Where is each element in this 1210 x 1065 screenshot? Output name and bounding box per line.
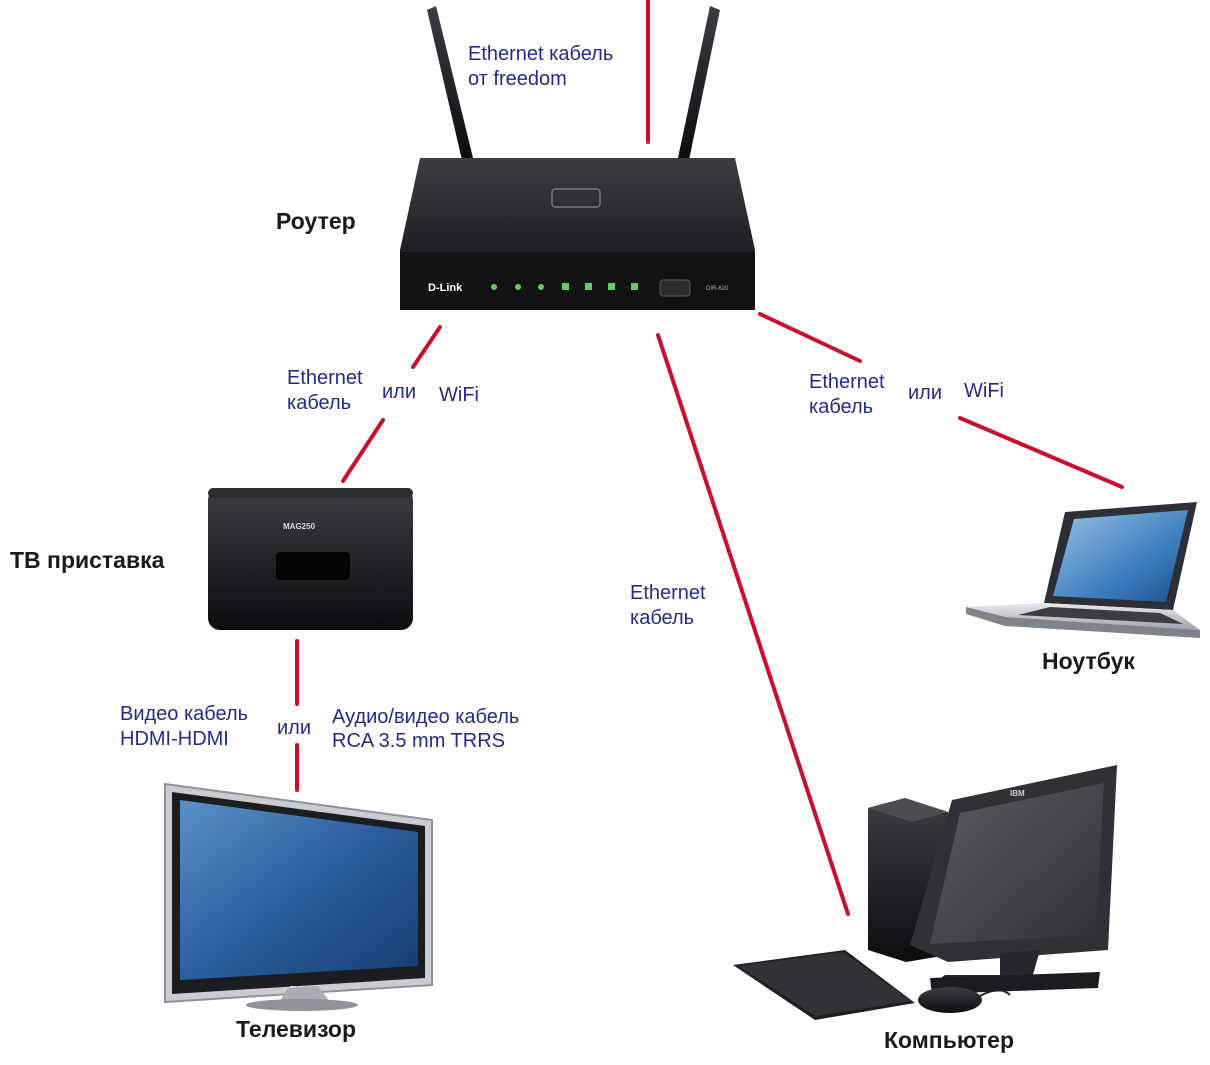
tvbox-tv-or: или [277, 717, 312, 739]
computer-monitor-screen [930, 783, 1104, 944]
computer: IBM [733, 765, 1117, 1020]
router-tvbox-label-line2: кабель [287, 392, 352, 414]
tv-box-label: ТВ приставка [10, 547, 165, 573]
tv: PHILIPS [164, 782, 433, 1011]
router-computer-label-line2: кабель [630, 607, 695, 629]
tv-box-brand-logo: MAG250 [283, 522, 316, 531]
laptop-label: Ноутбук [1042, 648, 1135, 674]
tvbox-tv-video-line2: HDMI-HDMI [120, 728, 229, 750]
router-tvbox-cable-top [411, 325, 442, 369]
tv-box-display-window [276, 552, 350, 580]
router-tvbox-label-line1: Ethernet [287, 367, 363, 389]
router-tvbox-or: или [382, 381, 417, 403]
router-tvbox-alt: WiFi [439, 384, 479, 406]
uplink-label-line1: Ethernet кабель [468, 43, 614, 65]
router-brand-logo: D-Link [428, 282, 463, 294]
router-laptop-cable-bottom [958, 416, 1124, 489]
router-label: Роутер [276, 208, 356, 234]
router-tvbox-cable-bottom [341, 418, 385, 483]
laptop-screen [1053, 510, 1188, 602]
router-laptop-or: или [908, 382, 943, 404]
router-laptop-cable-top [758, 312, 862, 363]
tv-label: Телевизор [236, 1016, 357, 1042]
router-computer-label-line1: Ethernet [630, 582, 706, 604]
router-laptop-label-line1: Ethernet [809, 371, 885, 393]
router-computer-cable [656, 333, 850, 916]
tvbox-tv-av-line1: Аудио/видео кабель [332, 706, 520, 728]
laptop [966, 502, 1200, 638]
tv-screen [180, 800, 418, 980]
router: D-Link DIR-620 [400, 6, 755, 310]
tvbox-tv-video-line1: Видео кабель [120, 703, 249, 725]
uplink-label-line2: от freedom [468, 68, 567, 90]
router-laptop-label-line2: кабель [809, 396, 874, 418]
computer-brand-logo: IBM [1010, 789, 1025, 798]
tv-box: MAG250 [208, 488, 413, 630]
router-right-antenna [678, 6, 720, 160]
computer-mouse [918, 987, 982, 1013]
router-left-antenna [427, 6, 473, 160]
router-laptop-alt: WiFi [964, 380, 1004, 402]
router-model-label: DIR-620 [706, 286, 729, 292]
tvbox-tv-av-line2: RCA 3.5 mm TRRS [332, 730, 505, 752]
computer-label: Компьютер [884, 1027, 1015, 1053]
